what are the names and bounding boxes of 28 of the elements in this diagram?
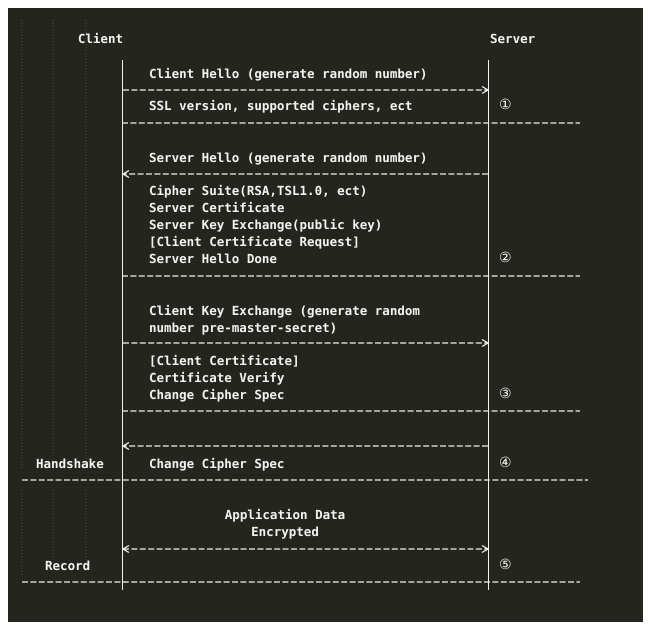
message-label: Client Key Exchange (generate random number pre-master-secret) (149, 302, 421, 336)
message-label: Change Cipher Spec (149, 455, 286, 472)
message-label: Client Hello (generate random number) (149, 65, 428, 82)
layer-label: Handshake (36, 455, 104, 472)
message-detail: Server Hello Done (149, 250, 277, 267)
layer-label: Record (45, 557, 90, 574)
message-detail: [Client Certificate] (149, 352, 300, 369)
message-arrow (122, 442, 488, 450)
participant-label: Server (490, 30, 536, 47)
step-number: ③ (499, 386, 512, 403)
message-label: Server Hello (generate random number) (149, 149, 428, 166)
message-arrow (122, 544, 489, 554)
message-arrow (122, 170, 488, 178)
message-label: Application Data Encrypted (224, 506, 346, 540)
message-arrow (123, 338, 489, 348)
step-number: ① (499, 97, 512, 114)
message-detail: Server Certificate (149, 199, 284, 216)
participant-label: Client (78, 30, 123, 47)
message-arrow (123, 86, 489, 94)
message-detail: Certificate Verify (149, 369, 284, 386)
message-detail: [Client Certificate Request] (149, 233, 360, 250)
message-detail: SSL version, supported ciphers, ect (149, 97, 412, 114)
message-detail: Server Key Exchange(public key) (149, 216, 382, 233)
message-detail: Change Cipher Spec (149, 386, 284, 403)
step-number: ④ (499, 455, 512, 472)
step-number: ⑤ (499, 557, 512, 574)
message-detail: Cipher Suite(RSA,TSL1.0, ect) (149, 182, 368, 199)
step-number: ② (499, 250, 512, 267)
